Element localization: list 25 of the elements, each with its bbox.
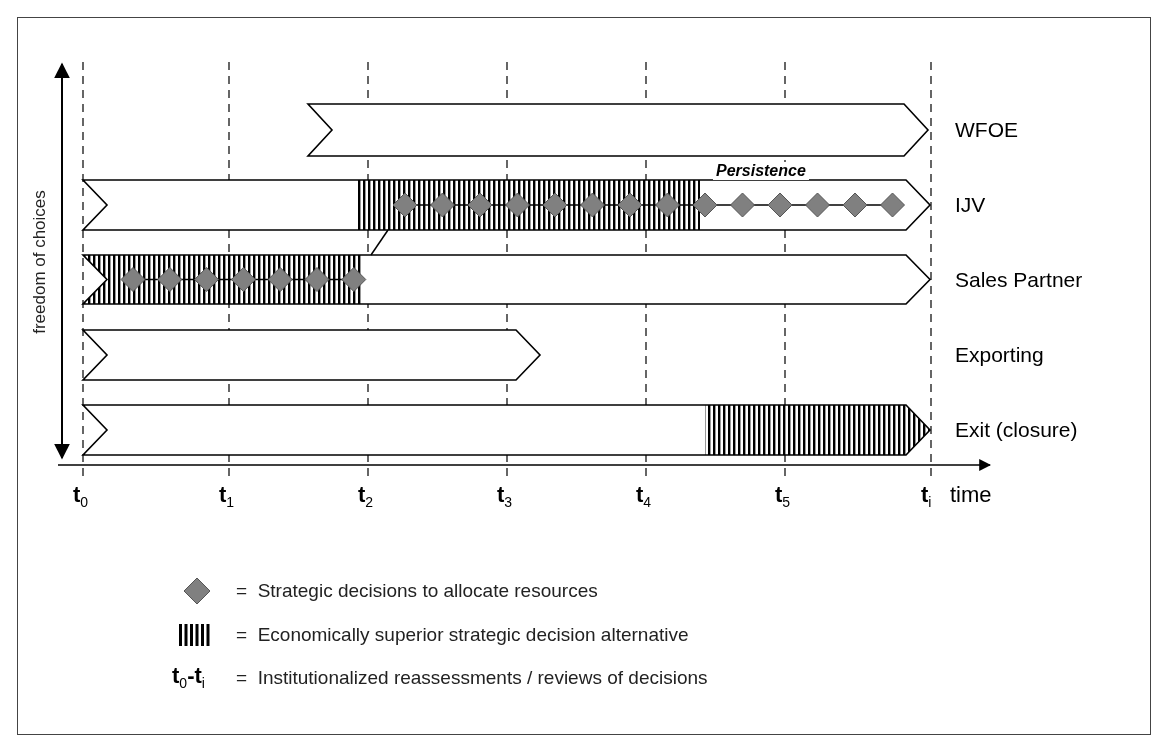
- axis-label: time: [950, 482, 992, 508]
- band-label: WFOE: [955, 119, 1018, 140]
- tick-label: t$_{4}$: [636, 484, 652, 510]
- legend-text: = Institutionalized reassessments / reviews of decisions: [236, 668, 708, 687]
- tick-label: t$_{i}$: [921, 484, 932, 510]
- legend-text: = Economically superior strategic decision alternative: [236, 625, 689, 644]
- band-label: IJV: [955, 194, 986, 215]
- annotation-text: Persistence: [713, 162, 809, 180]
- tick-label: t$_{5}$: [775, 484, 791, 510]
- tick-label: t$_{2}$: [358, 484, 374, 510]
- band-label: Sales Partner: [955, 268, 1083, 290]
- chevron-band: [83, 255, 930, 304]
- axis-label: freedom of choices: [30, 190, 50, 334]
- chevron-band: [308, 104, 928, 156]
- row-label: Exporting: [955, 344, 1044, 365]
- band-label: Exit (closure): [955, 419, 1078, 440]
- tick-label: t$_{0}$: [73, 484, 89, 510]
- chevron-band: [83, 330, 540, 380]
- connector-line: [370, 229, 389, 256]
- chevron-band: [83, 180, 930, 230]
- chevron-band: [83, 405, 930, 455]
- tick-label: t$_{3}$: [497, 484, 513, 510]
- legend-text: = Strategic decisions to allocate resources: [236, 581, 598, 600]
- legend-symbol: t$_{0}$-t$_{i}$: [172, 665, 205, 691]
- tick-label: t$_{1}$: [219, 484, 235, 510]
